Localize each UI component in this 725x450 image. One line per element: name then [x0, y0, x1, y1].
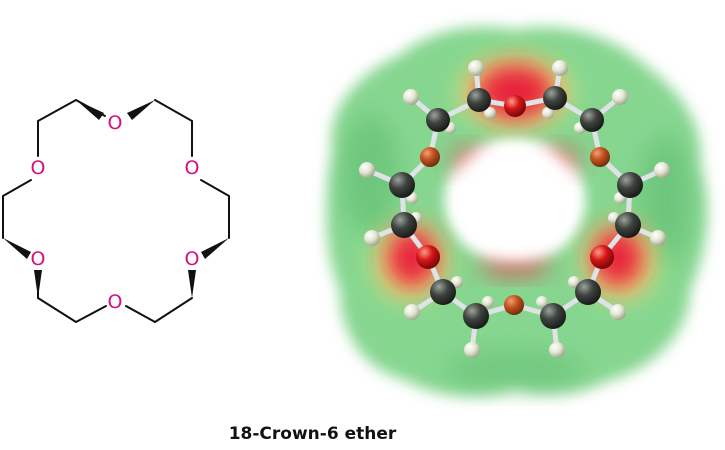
skeletal-formula: O O O O O O	[2, 99, 230, 323]
surface-shade	[639, 135, 691, 265]
wedge-bond	[188, 270, 196, 298]
bond	[154, 99, 193, 122]
carbon-atom	[615, 212, 641, 238]
carbon-atom	[617, 172, 643, 198]
electrostatic-potential-model	[326, 27, 707, 397]
wedge-bond	[34, 270, 42, 298]
carbon-atom	[540, 303, 566, 329]
surface-red	[592, 228, 644, 288]
bond	[37, 297, 77, 323]
oxygen-atom	[590, 147, 610, 167]
model-oxygen-atoms	[416, 95, 614, 315]
hydrogen-atom	[568, 276, 580, 288]
carbon-atom	[430, 279, 456, 305]
carbon-atom	[467, 88, 491, 112]
hydrogen-atom	[650, 230, 666, 246]
hydrogen-atom	[451, 276, 463, 288]
carbon-atoms	[389, 86, 643, 329]
hydrogen-atom	[552, 60, 568, 76]
hydrogen-atom	[404, 304, 420, 320]
wedge-bonds	[3, 100, 229, 298]
bond	[200, 179, 230, 197]
surface-red	[475, 64, 555, 120]
hydrogen-atom	[654, 162, 670, 178]
hydrogen-atom	[464, 342, 480, 358]
oxygen-atom	[590, 245, 614, 269]
oxygen-atom-label: O	[108, 112, 123, 134]
oxygen-atom-label: O	[31, 248, 46, 270]
bond	[37, 99, 77, 122]
carbon-atom	[543, 86, 567, 110]
bond	[75, 305, 107, 323]
hydrogen-atom	[612, 89, 628, 105]
carbon-atom	[575, 279, 601, 305]
hydrogen-atom	[610, 304, 626, 320]
wedge-bond	[201, 238, 229, 259]
central-cavity	[453, 143, 577, 259]
hydrogen-atom	[482, 296, 494, 308]
bond	[125, 305, 156, 323]
surface-shade	[445, 350, 585, 390]
oxygen-atoms: O O O O O O	[31, 112, 200, 313]
carbon-atom	[389, 172, 415, 198]
oxygen-atom-label: O	[185, 157, 200, 179]
oxygen-atom-label: O	[108, 291, 123, 313]
carbon-atom	[580, 108, 604, 132]
oxygen-atom	[420, 147, 440, 167]
hydrogen-atom	[468, 60, 484, 76]
surface-red	[480, 253, 550, 277]
figure-caption: 18-Crown-6 ether	[228, 424, 397, 444]
oxygen-atom	[416, 245, 440, 269]
potential-surface	[326, 27, 707, 397]
wedge-bond	[3, 238, 31, 259]
hydrogen-atom	[542, 107, 554, 119]
wedge-bond	[127, 100, 155, 120]
hydrogen-atom	[359, 162, 375, 178]
hydrogen-atom	[403, 89, 419, 105]
hydrogen-atoms	[359, 60, 670, 358]
oxygen-atom-label: O	[31, 157, 46, 179]
carbon-atom	[463, 303, 489, 329]
hydrogen-atom	[536, 296, 548, 308]
carbon-atom	[391, 212, 417, 238]
oxygen-atom	[504, 95, 526, 117]
surface-red	[386, 228, 438, 288]
oxygen-atom	[504, 295, 524, 315]
hydrogen-atom	[484, 107, 496, 119]
bond	[2, 179, 32, 197]
wedge-bond	[76, 100, 104, 120]
hydrogen-atom	[549, 342, 565, 358]
bond	[154, 297, 193, 323]
hydrogen-atom	[364, 230, 380, 246]
oxygen-atom-label: O	[185, 248, 200, 270]
carbon-atom	[426, 108, 450, 132]
